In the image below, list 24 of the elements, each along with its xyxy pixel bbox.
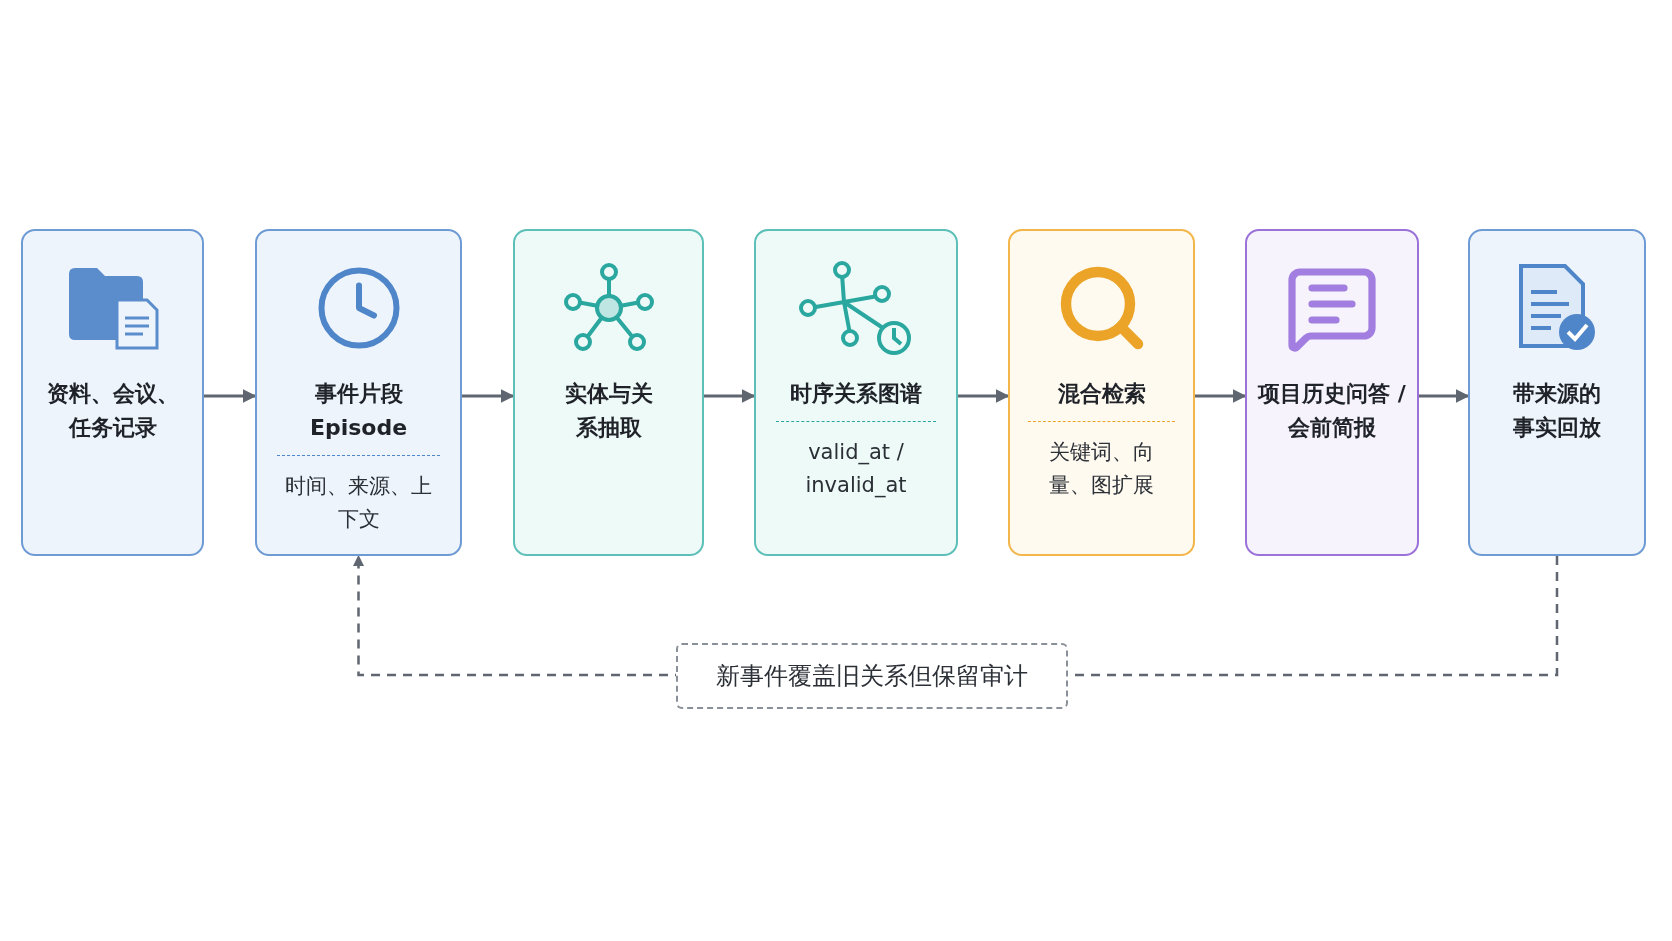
arrow (1195, 389, 1247, 403)
arrow (704, 389, 756, 403)
step-detail: valid_at / invalid_at (804, 439, 908, 500)
process-box (513, 229, 704, 556)
process-box (1245, 229, 1419, 556)
process-box (754, 229, 958, 556)
arrow (1419, 389, 1470, 403)
step-detail: 关键词、向量、图扩展 (1048, 439, 1155, 499)
step-title: 事件片段 Episode (308, 380, 409, 442)
step-title: 资料、会议、任务记录 (45, 380, 180, 442)
arrow (204, 389, 257, 403)
step-title: 项目历史问答 / 会前简报 (1256, 380, 1407, 442)
process-box (1008, 229, 1195, 556)
edge-label: 新事件覆盖旧关系但保留审计 (676, 643, 1068, 709)
step-title: 时序关系图谱 (790, 380, 922, 408)
arrow (462, 389, 515, 403)
step-title: 带来源的事实回放 (1512, 380, 1602, 442)
process-box (21, 229, 204, 556)
step-detail: 时间、来源、上下文 (284, 473, 433, 533)
arrow (958, 389, 1010, 403)
process-box (1468, 229, 1646, 556)
step-title: 混合检索 (1057, 380, 1146, 408)
step-title: 实体与关系抽取 (563, 380, 654, 442)
process-box (255, 229, 462, 556)
